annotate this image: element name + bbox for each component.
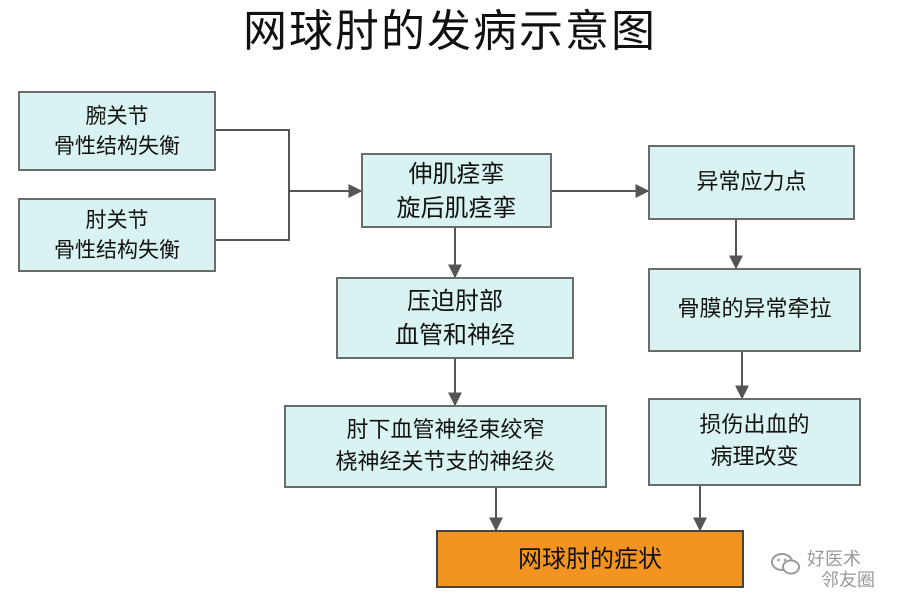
node-stenosis-line1: 肘下血管神经束绞窄 — [346, 417, 545, 443]
watermark-line2: 邻友圈 — [821, 570, 875, 591]
node-result-line1: 网球肘的症状 — [518, 545, 662, 573]
node-stenosis-line2: 桡神经关节支的神经炎 — [335, 449, 556, 475]
node-tennis-elbow-symptoms: 网球肘的症状 — [436, 530, 744, 588]
node-wrist-line1: 腕关节 — [85, 104, 149, 128]
node-wrist-imbalance: 腕关节 骨性结构失衡 — [18, 91, 216, 171]
node-compress-vessels-nerves: 压迫肘部 血管和神经 — [336, 277, 574, 359]
node-elbow-line2: 骨性结构失衡 — [54, 238, 180, 262]
node-bleeding-pathology: 损伤出血的 病理改变 — [648, 398, 861, 486]
node-damage-line2: 病理改变 — [710, 445, 799, 470]
diagram-title: 网球肘的发病示意图 — [243, 6, 657, 57]
node-wrist-line2: 骨性结构失衡 — [54, 134, 180, 158]
node-neurovascular-stenosis: 肘下血管神经束绞窄 桡神经关节支的神经炎 — [284, 405, 607, 488]
node-periosteum-traction: 骨膜的异常牵拉 — [648, 268, 861, 352]
node-periosteum-line1: 骨膜的异常牵拉 — [677, 297, 832, 322]
node-spasm-line1: 伸肌痉挛 — [408, 159, 505, 188]
watermark: 好医术 邻友圈 — [770, 545, 895, 595]
node-damage-line1: 损伤出血的 — [699, 413, 810, 438]
node-compress-line1: 压迫肘部 — [407, 287, 503, 315]
node-compress-line2: 血管和神经 — [395, 321, 515, 349]
node-elbow-imbalance: 肘关节 骨性结构失衡 — [18, 198, 216, 272]
node-muscle-spasm: 伸肌痉挛 旋后肌痉挛 — [361, 153, 552, 228]
connector-elbow-to-merge — [216, 191, 290, 241]
watermark-line1: 好医术 — [807, 549, 861, 570]
node-spasm-line2: 旋后肌痉挛 — [396, 193, 517, 222]
node-abnormal-stress-point: 异常应力点 — [648, 145, 855, 220]
wechat-icon — [771, 553, 800, 575]
node-elbow-line1: 肘关节 — [85, 208, 149, 232]
connector-wrist-to-merge — [216, 129, 290, 191]
node-stress-line1: 异常应力点 — [696, 169, 807, 195]
